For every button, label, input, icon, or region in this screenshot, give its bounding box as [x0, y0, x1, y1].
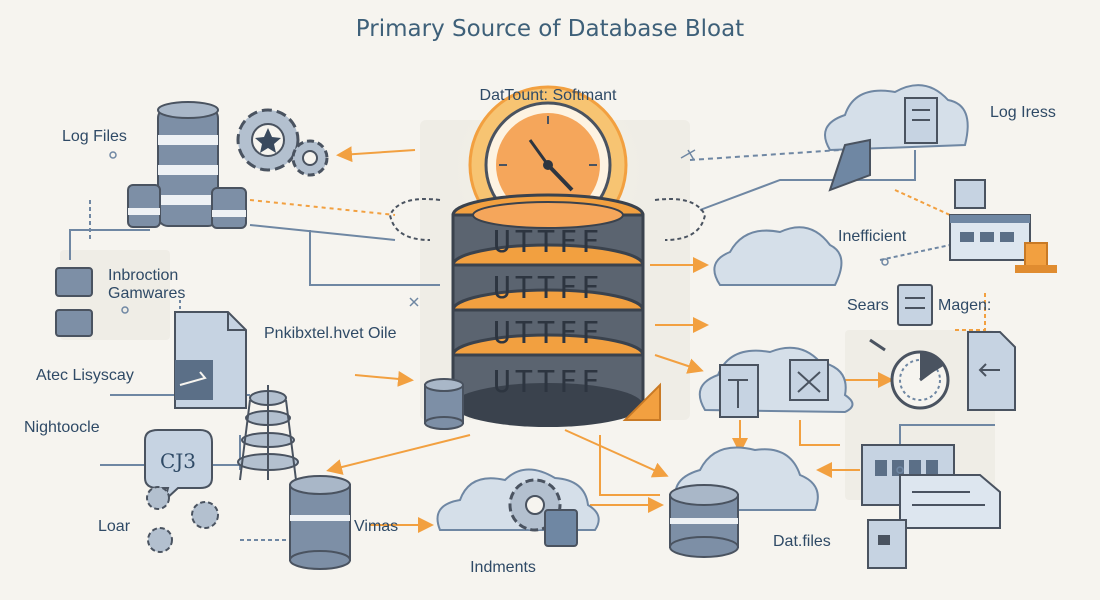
label-atec: Atec Lisyscay [36, 367, 134, 384]
cloud-database-icon [669, 446, 819, 558]
label-vimas: Vimas [354, 518, 398, 535]
decorative-marks [109, 149, 904, 474]
drum-text-2: UTTFF [493, 271, 603, 306]
label-nightoocle: Nightoocle [24, 419, 100, 436]
folder-icon [55, 267, 93, 337]
label-sears: Sears [847, 297, 889, 314]
small-gears-icon [146, 486, 219, 553]
small-database-icon [424, 378, 464, 430]
diagram-title: Primary Source of Database Bloat [355, 16, 745, 42]
cloud-gear-icon [436, 468, 600, 547]
label-center-top: DatTount: Softmant [480, 87, 618, 104]
file-arrow-icon [967, 331, 1016, 411]
drum-text-3: UTTFF [493, 316, 603, 351]
drum-text-4: UTTFF [493, 365, 603, 400]
browser-window-icon [949, 179, 1057, 273]
label-pnkibxtel: Pnkibxtel.hvet Oile [264, 325, 397, 342]
gauge-icon [890, 350, 950, 410]
cloud-documents-icon [698, 346, 854, 418]
chat-bubble-icon: CJ3 [144, 429, 213, 504]
inefficient-cloud-icon [713, 226, 843, 286]
label-log-files: Log Files [62, 128, 127, 145]
central-database-stack: UTTFF UTTFF UTTFF UTTFF [388, 75, 707, 427]
tower-icon [237, 385, 299, 481]
notepad-icon [869, 284, 933, 352]
server-stack-icon [127, 101, 247, 229]
gear-icon [236, 108, 329, 177]
document-icon [174, 311, 247, 409]
label-gamwares: Gamwares [108, 285, 185, 302]
database-cylinder-icon [289, 475, 351, 570]
cloud-server-icon [824, 84, 969, 192]
warning-triangle-icon [622, 382, 661, 421]
label-dat-files: Dat.files [773, 533, 831, 550]
label-inbroction: Inbroction [108, 267, 178, 284]
chat-bubble-text: CJ3 [160, 449, 196, 473]
report-documents-icon [861, 444, 1001, 569]
label-loar: Loar [98, 518, 131, 535]
label-log-iress: Log Iress [990, 104, 1056, 121]
drum-text-1: UTTFF [493, 225, 603, 260]
label-magen: Magen: [938, 297, 991, 314]
label-indments: Indments [470, 559, 536, 576]
label-inefficient: Inefficient [838, 228, 907, 245]
